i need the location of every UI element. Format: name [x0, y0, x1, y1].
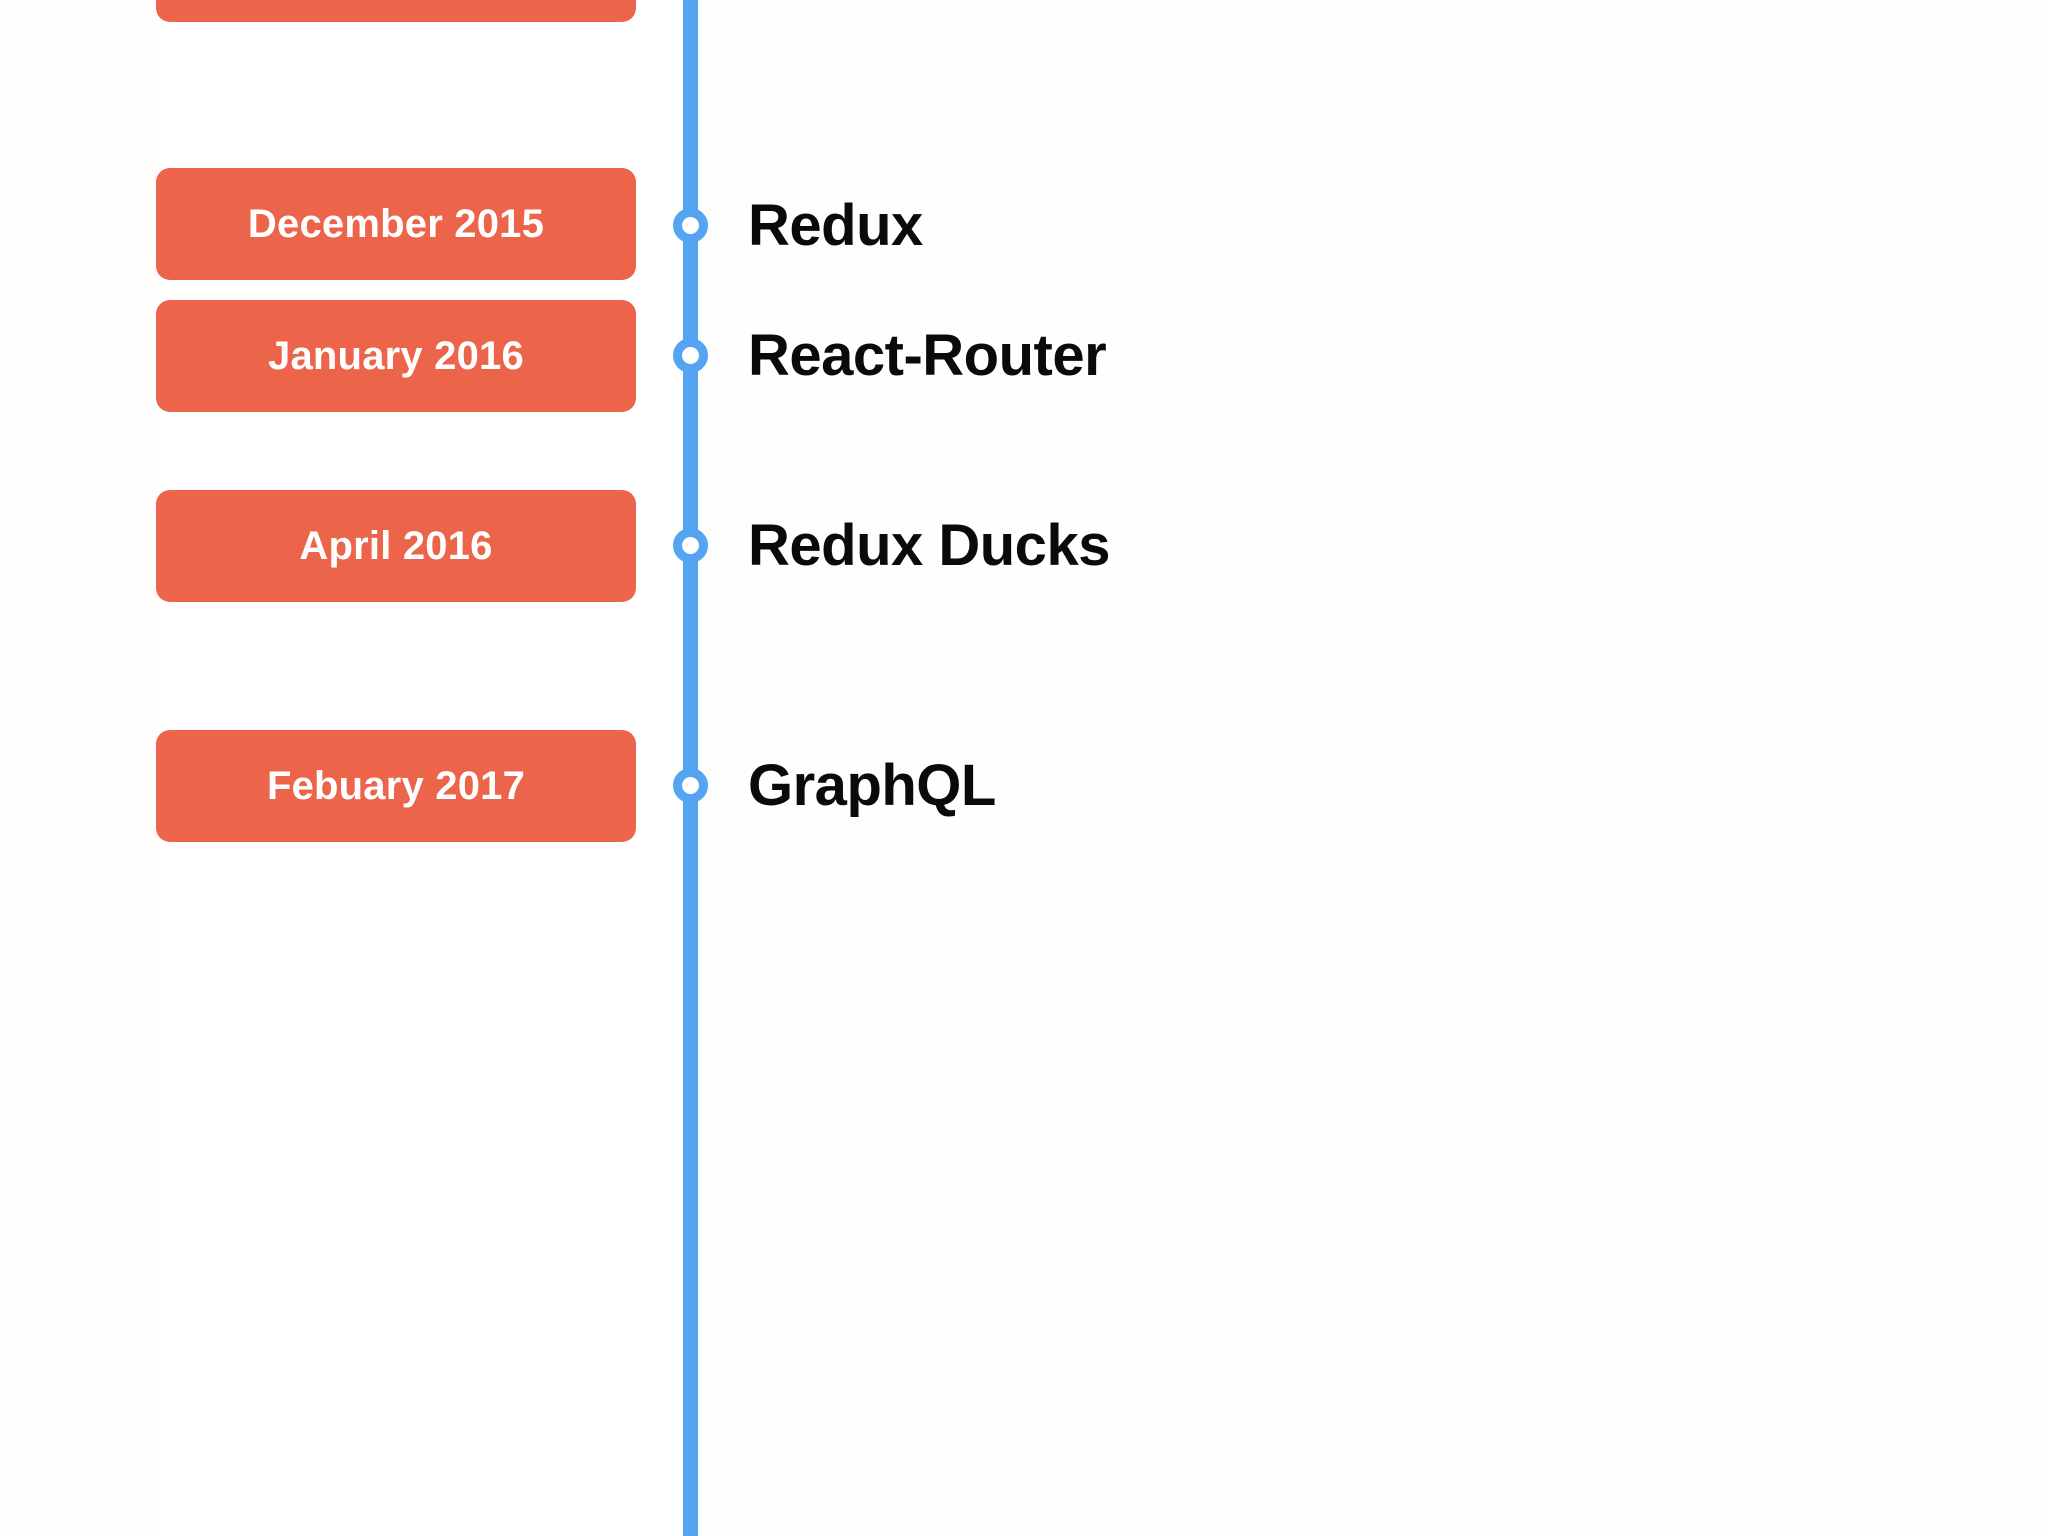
date-badge[interactable]: April 2016	[156, 490, 636, 602]
event-label: Redux	[748, 193, 923, 258]
timeline-node-hole	[682, 347, 699, 364]
event-label: GraphQL	[748, 753, 996, 818]
event-label: React-Router	[748, 323, 1107, 388]
timeline-node-icon[interactable]	[673, 338, 708, 373]
date-badge-partial[interactable]	[156, 0, 636, 22]
timeline-node-icon[interactable]	[673, 768, 708, 803]
timeline-node-hole	[682, 217, 699, 234]
date-badge[interactable]: Febuary 2017	[156, 730, 636, 842]
timeline-node-hole	[682, 537, 699, 554]
date-badge[interactable]: January 2016	[156, 300, 636, 412]
date-badge[interactable]: December 2015	[156, 168, 636, 280]
timeline-node-hole	[682, 777, 699, 794]
timeline-node-icon[interactable]	[673, 528, 708, 563]
timeline-node-icon[interactable]	[673, 208, 708, 243]
event-label: Redux Ducks	[748, 513, 1110, 578]
left-column-background	[0, 0, 155, 1536]
right-column-background	[700, 0, 2048, 1536]
